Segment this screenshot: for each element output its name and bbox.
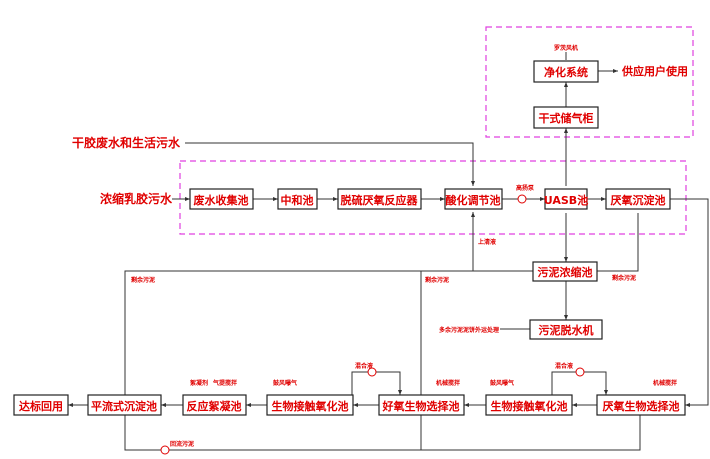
- box-uasb: UASB池: [544, 188, 588, 210]
- svg-text:生物接触氧化池: 生物接触氧化池: [491, 399, 568, 413]
- svg-text:平流式沉淀池: 平流式沉淀池: [91, 399, 157, 413]
- box-aerobic-bio-selection: 好氧生物选择池: [378, 394, 465, 416]
- box-anaerobic-sedimentation: 厌氧沉淀池: [605, 188, 671, 210]
- box-anaerobic-bio-selection: 厌氧生物选择池: [596, 394, 686, 416]
- svg-text:干式储气柜: 干式储气柜: [539, 111, 594, 125]
- svg-text:达标回用: 达标回用: [19, 399, 63, 413]
- label-return-sludge: 回流污泥: [170, 440, 194, 448]
- box-sludge-thickening: 污泥浓缩池: [532, 261, 598, 282]
- pump-return-sludge: [160, 445, 170, 455]
- label-excess-sludge-left: 剩余污泥: [131, 276, 155, 284]
- box-neutralization: 中和池: [277, 188, 318, 210]
- svg-text:污泥脱水机: 污泥脱水机: [539, 323, 594, 337]
- svg-text:污泥浓缩池: 污泥浓缩池: [538, 265, 593, 279]
- label-mix-right: 混合液: [555, 362, 574, 370]
- label-air-mix: 气提搅拌: [212, 379, 237, 387]
- svg-text:厌氧生物选择池: 厌氧生物选择池: [603, 399, 680, 413]
- label-excess-sludge-mid: 剩余污泥: [425, 276, 449, 284]
- box-sludge-dewatering: 污泥脱水机: [529, 319, 603, 340]
- label-fan-right: 鼓风曝气: [490, 379, 514, 387]
- pump-mix-right: [575, 367, 585, 377]
- input-concentrated-latex-wastewater: 浓缩乳胶污水: [100, 191, 173, 206]
- svg-text:脱硫厌氧反应器: 脱硫厌氧反应器: [341, 193, 419, 207]
- svg-text:好氧生物选择池: 好氧生物选择池: [382, 399, 460, 413]
- box-contact-oxidation-right: 生物接触氧化池: [485, 394, 573, 416]
- biogas-utilization-frame: [485, 26, 694, 138]
- box-acidification: 酸化调节池: [444, 188, 503, 210]
- box-discharge-reuse: 达标回用: [13, 394, 69, 416]
- input-dry-glue-wastewater: 干胶废水和生活污水: [72, 135, 181, 150]
- svg-text:废水收集池: 废水收集池: [194, 193, 249, 207]
- label-mech-mix-right: 机械搅拌: [653, 379, 677, 387]
- box-dry-gas-holder: 干式储气柜: [533, 106, 599, 129]
- label-supernatant: 上清液: [478, 238, 497, 246]
- arrowheads: [68, 69, 690, 407]
- label-mix-left: 混合液: [355, 362, 374, 370]
- label-fan-top: 罗茨风机: [554, 44, 578, 52]
- svg-text:酸化调节池: 酸化调节池: [446, 193, 501, 207]
- label-mech-mix-left: 机械搅拌: [436, 379, 460, 387]
- svg-text:中和池: 中和池: [281, 193, 314, 207]
- svg-text:净化系统: 净化系统: [544, 65, 588, 79]
- box-wastewater-collection: 废水收集池: [189, 188, 254, 210]
- flow-lines: [68, 52, 709, 451]
- box-advection-sedimentation: 平流式沉淀池: [87, 394, 162, 416]
- pump-mix-left: [367, 367, 377, 377]
- svg-text:UASB池: UASB池: [544, 193, 588, 207]
- label-fan-left: 鼓风曝气: [273, 379, 297, 387]
- label-pump: 高扬泵: [516, 184, 535, 192]
- box-purification-system: 净化系统: [533, 60, 599, 83]
- label-dosing: 絮凝剂: [190, 379, 208, 387]
- box-flocculation: 反应絮凝池: [182, 394, 247, 416]
- label-excess-sludge-right: 剩余污泥: [612, 274, 636, 282]
- box-contact-oxidation-left: 生物接触氧化池: [266, 394, 354, 416]
- label-user-supply: 供应用户使用: [621, 64, 688, 78]
- box-desulfurization-reactor: 脱硫厌氧反应器: [337, 188, 422, 210]
- svg-text:生物接触氧化池: 生物接触氧化池: [272, 399, 349, 413]
- svg-text:反应絮凝池: 反应絮凝池: [187, 399, 242, 413]
- label-sludge-cake: 多余污泥泥饼外运处理: [439, 326, 499, 334]
- pretreatment-frame: [179, 160, 687, 235]
- pump-acid-uasb: [517, 194, 527, 204]
- svg-text:厌氧沉淀池: 厌氧沉淀池: [611, 193, 666, 207]
